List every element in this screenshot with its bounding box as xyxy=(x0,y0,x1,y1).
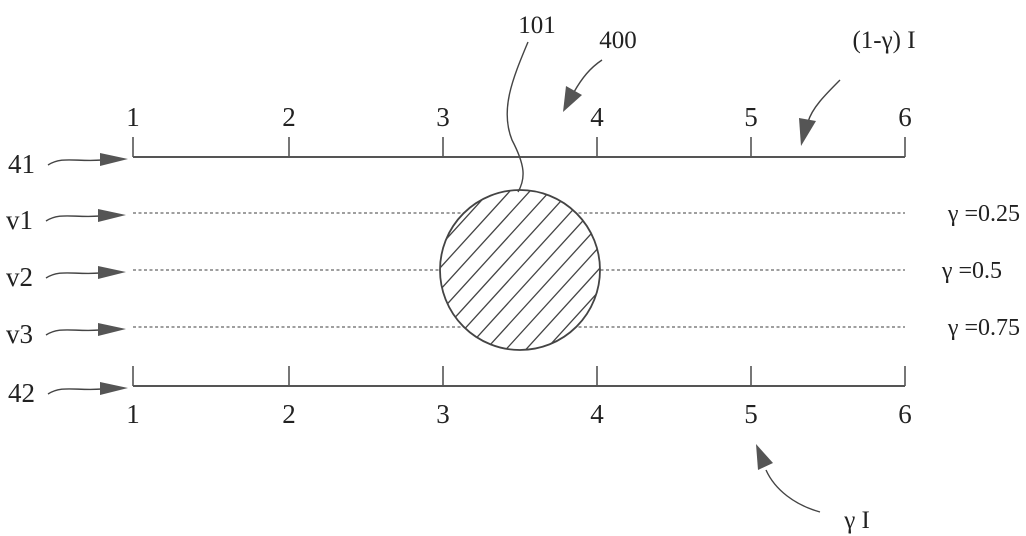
top-tick-label: 3 xyxy=(436,102,450,132)
gamma-label-v1: γ =0.25 xyxy=(947,201,1020,227)
line-ref-v2-leader xyxy=(45,272,101,279)
bottom-scale-ticks xyxy=(132,366,906,386)
figure-reference-label: 400 xyxy=(599,27,637,54)
line-ref-v1: v1 xyxy=(6,205,33,235)
top-tick-label: 2 xyxy=(282,102,296,132)
top-scale-factor-arrow-icon xyxy=(799,118,816,146)
figure-arrow-icon xyxy=(563,86,582,112)
line-ref-v2: v2 xyxy=(6,262,33,292)
top-tick-label: 6 xyxy=(898,102,912,132)
top-tick-label: 4 xyxy=(590,102,604,132)
bottom-tick-label: 5 xyxy=(744,399,758,429)
top-tick-label: 5 xyxy=(744,102,758,132)
bottom-tick-label: 6 xyxy=(898,399,912,429)
object-101-circle xyxy=(439,189,601,351)
line-ref-v3-leader xyxy=(45,329,101,336)
top-scale-ticks xyxy=(132,137,906,157)
line-ref-v1-arrow-icon xyxy=(98,209,126,222)
bottom-tick-label: 3 xyxy=(436,399,450,429)
bottom-tick-label: 2 xyxy=(282,399,296,429)
object-reference-label: 101 xyxy=(518,12,556,39)
top-tick-label: 1 xyxy=(126,102,140,132)
top-scale-factor-label: (1-γ) I xyxy=(852,27,915,54)
line-ref-41-leader xyxy=(47,159,103,166)
bottom-tick-label: 4 xyxy=(590,399,604,429)
line-ref-42-arrow-icon xyxy=(100,382,128,395)
bottom-tick-label: 1 xyxy=(126,399,140,429)
line-ref-42-leader xyxy=(47,388,103,395)
line-ref-v1-leader xyxy=(45,215,101,222)
line-ref-42: 42 xyxy=(8,378,35,408)
bottom-scale-factor-leader xyxy=(765,469,821,513)
line-ref-41-arrow-icon xyxy=(100,153,128,166)
figure-leader-line xyxy=(573,59,603,93)
bottom-scale-factor-label: γ I xyxy=(843,507,870,534)
bottom-scale-factor-arrow-icon xyxy=(756,444,773,470)
line-ref-41: 41 xyxy=(8,149,35,179)
line-ref-v3-arrow-icon xyxy=(98,323,126,336)
gamma-label-v2: γ =0.5 xyxy=(941,258,1002,284)
line-ref-v3: v3 xyxy=(6,319,33,349)
object-leader-line xyxy=(506,41,529,193)
line-ref-v2-arrow-icon xyxy=(98,266,126,279)
gamma-label-v3: γ =0.75 xyxy=(947,315,1020,341)
top-scale-factor-leader xyxy=(807,79,841,123)
